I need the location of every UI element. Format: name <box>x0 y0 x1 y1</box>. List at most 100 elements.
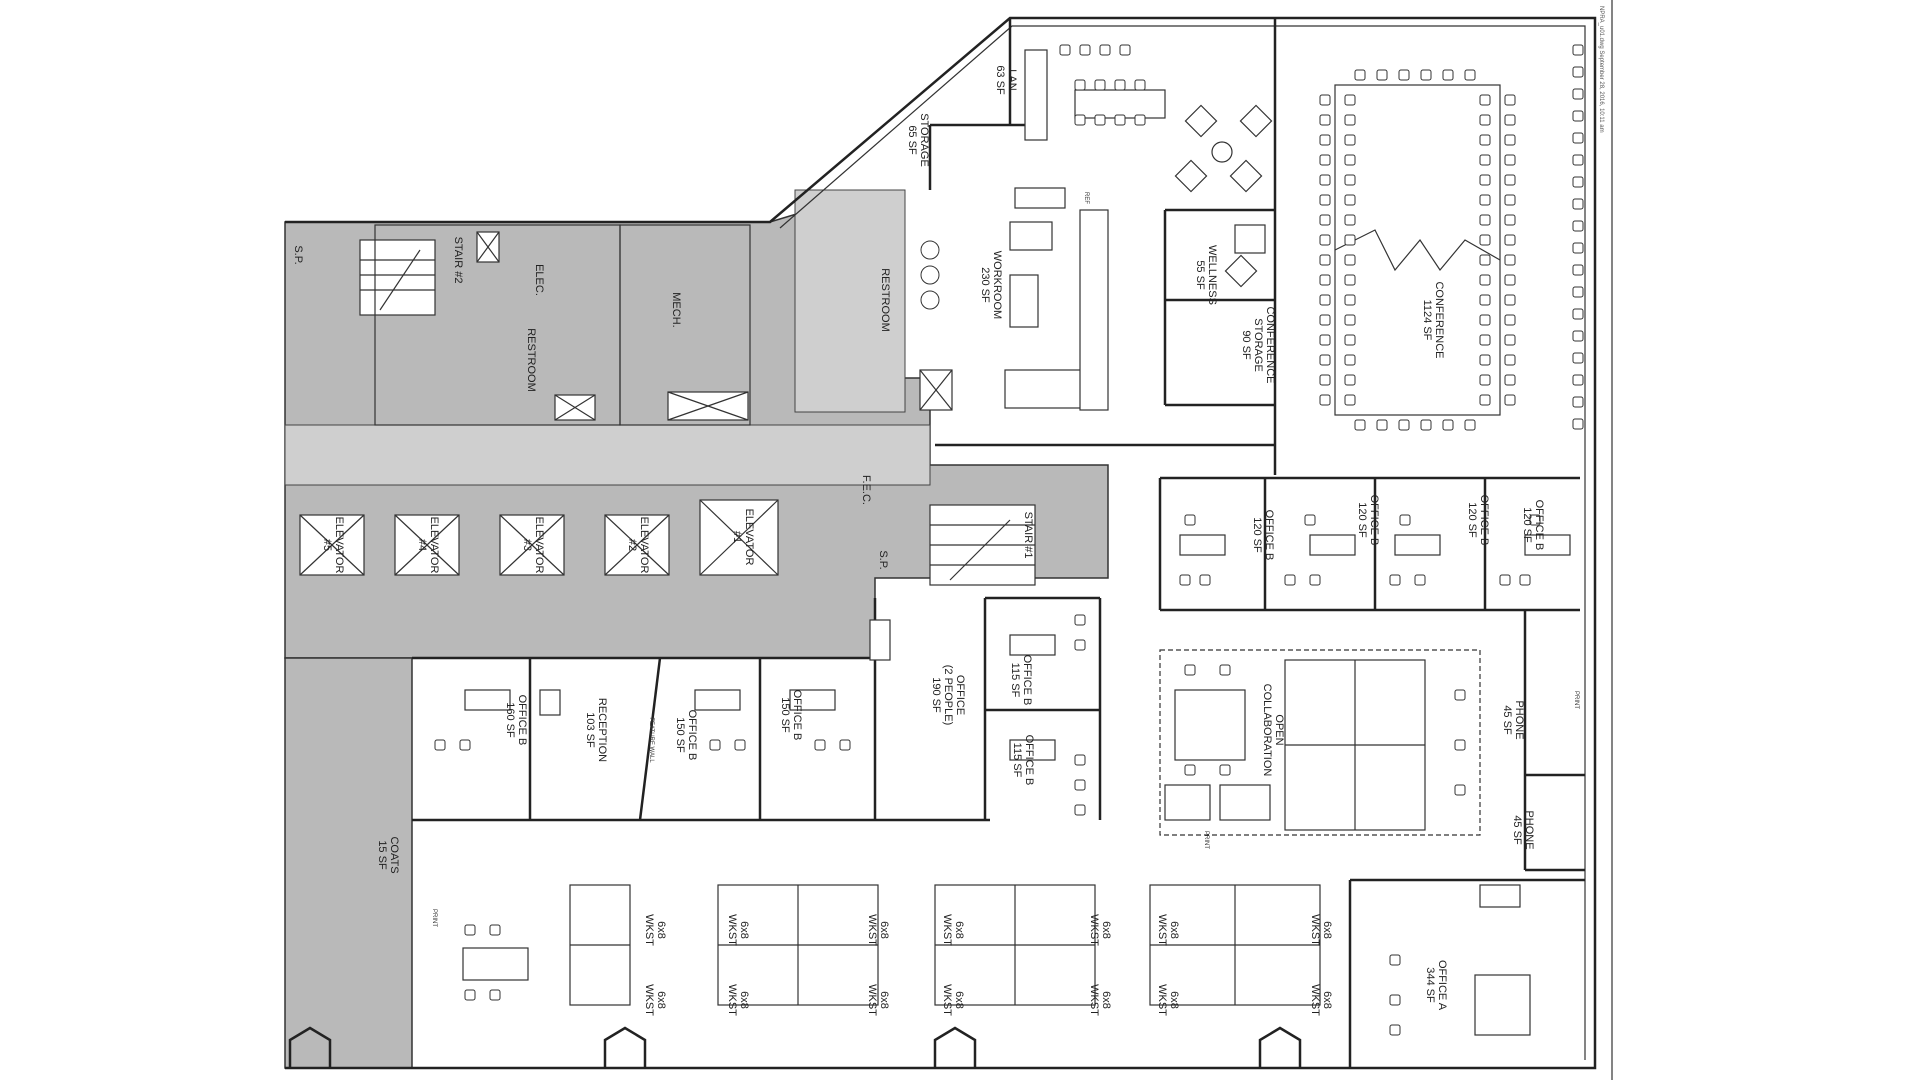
chair <box>1319 114 1331 126</box>
room-label-office-b-4: OFFICE B120 SF <box>1521 500 1545 551</box>
chair <box>489 989 501 1001</box>
chair <box>1309 574 1321 586</box>
chair <box>1134 114 1146 126</box>
chair <box>1572 308 1584 320</box>
chair <box>1389 954 1401 966</box>
chair <box>1504 154 1516 166</box>
chair <box>1504 254 1516 266</box>
chair <box>1479 174 1491 186</box>
chair <box>1319 194 1331 206</box>
chair <box>1420 419 1432 431</box>
chair <box>1572 264 1584 276</box>
chair <box>1479 154 1491 166</box>
chair <box>1479 134 1491 146</box>
chair <box>1304 514 1316 526</box>
chair <box>1572 330 1584 342</box>
phone-rooms <box>1523 610 1585 872</box>
room-label-storage: STORAGE65 SF <box>906 113 930 167</box>
chair <box>1454 739 1466 751</box>
chair <box>489 924 501 936</box>
chair <box>1376 69 1388 81</box>
workstation-label: 6x8WKST <box>643 914 667 946</box>
chair <box>1079 44 1091 56</box>
chair <box>1344 174 1356 186</box>
exterior-wall <box>285 16 1597 1070</box>
chair <box>1479 214 1491 226</box>
chair <box>1074 754 1086 766</box>
chair <box>1344 374 1356 386</box>
chair <box>1389 574 1401 586</box>
chair <box>1572 242 1584 254</box>
room-label-lan: LAN63 SF <box>994 65 1018 95</box>
workstation-label: 6x8WKST <box>726 914 750 946</box>
chair <box>734 739 746 751</box>
chair <box>1319 354 1331 366</box>
chair <box>1344 234 1356 246</box>
chair <box>1504 274 1516 286</box>
chair <box>1059 44 1071 56</box>
chair <box>1479 234 1491 246</box>
room-label-phone-b: PHONE45 SF <box>1511 810 1535 849</box>
chair <box>1399 514 1411 526</box>
stair-2 <box>359 239 436 316</box>
chair <box>1344 114 1356 126</box>
room-label-sp-right: S.P. <box>877 550 889 569</box>
chair <box>1319 394 1331 406</box>
room-label-office-b-115a: OFFICE B115 SF <box>1009 655 1033 706</box>
chair <box>1572 374 1584 386</box>
room-label-office-b-2: OFFICE B120 SF <box>1356 495 1380 546</box>
room-label-reception: RECEPTION103 SF <box>584 698 608 762</box>
drawing-file-note: NPRA_u01.dwg September 28, 2016, 10:11 a… <box>1598 6 1604 133</box>
workstation-labels: 6x8WKST6x8WKST6x8WKST6x8WKST6x8WKST6x8WK… <box>643 914 1333 1016</box>
chair <box>1184 664 1196 676</box>
chair <box>1074 114 1086 126</box>
chair <box>1572 352 1584 364</box>
chair <box>1094 79 1106 91</box>
chair <box>1414 574 1426 586</box>
room-label-office-b-150a: OFFICE B150 SF <box>674 710 698 761</box>
chair <box>709 739 721 751</box>
chair <box>459 739 471 751</box>
room-label-open-collab: OPENCOLLABORATION <box>1261 684 1285 777</box>
chair <box>464 989 476 1001</box>
room-label-elev1: ELEVATOR#1 <box>731 509 755 566</box>
room-label-elev2: ELEVATOR#2 <box>626 517 650 574</box>
elevator-bank <box>299 499 779 576</box>
core-rooms <box>374 224 953 426</box>
chair <box>839 739 851 751</box>
room-label-office-b-150b: OFFICE B150 SF <box>779 690 803 741</box>
chair <box>1354 419 1366 431</box>
upper-right-walls <box>928 18 1277 475</box>
chair <box>1504 134 1516 146</box>
workstation-label: 6x8WKST <box>1156 984 1180 1016</box>
chair <box>1504 354 1516 366</box>
chair <box>1344 354 1356 366</box>
chair <box>1572 396 1584 408</box>
chair <box>1319 134 1331 146</box>
chair <box>1344 294 1356 306</box>
chair <box>1479 334 1491 346</box>
chair <box>1504 234 1516 246</box>
chair <box>1074 779 1086 791</box>
chair <box>1519 574 1531 586</box>
workstation-label: 6x8WKST <box>1309 984 1333 1016</box>
workstation-label: 6x8WKST <box>941 914 965 946</box>
print-label-2: PRINT <box>1203 831 1209 849</box>
chair <box>1479 94 1491 106</box>
chair <box>1074 804 1086 816</box>
chairs <box>434 44 1584 1036</box>
chair <box>1319 274 1331 286</box>
chair <box>1504 314 1516 326</box>
chair <box>1479 314 1491 326</box>
chair <box>1319 294 1331 306</box>
workstation-area <box>462 884 1321 1006</box>
chair <box>1114 79 1126 91</box>
chair <box>1319 314 1331 326</box>
room-label-elev5: ELEVATOR#5 <box>321 517 345 574</box>
room-label-phone-a: PHONE45 SF <box>1501 700 1525 739</box>
chair <box>1354 69 1366 81</box>
chair <box>1074 639 1086 651</box>
office-row-right <box>1158 476 1580 612</box>
ref-label: REF <box>1083 192 1089 204</box>
